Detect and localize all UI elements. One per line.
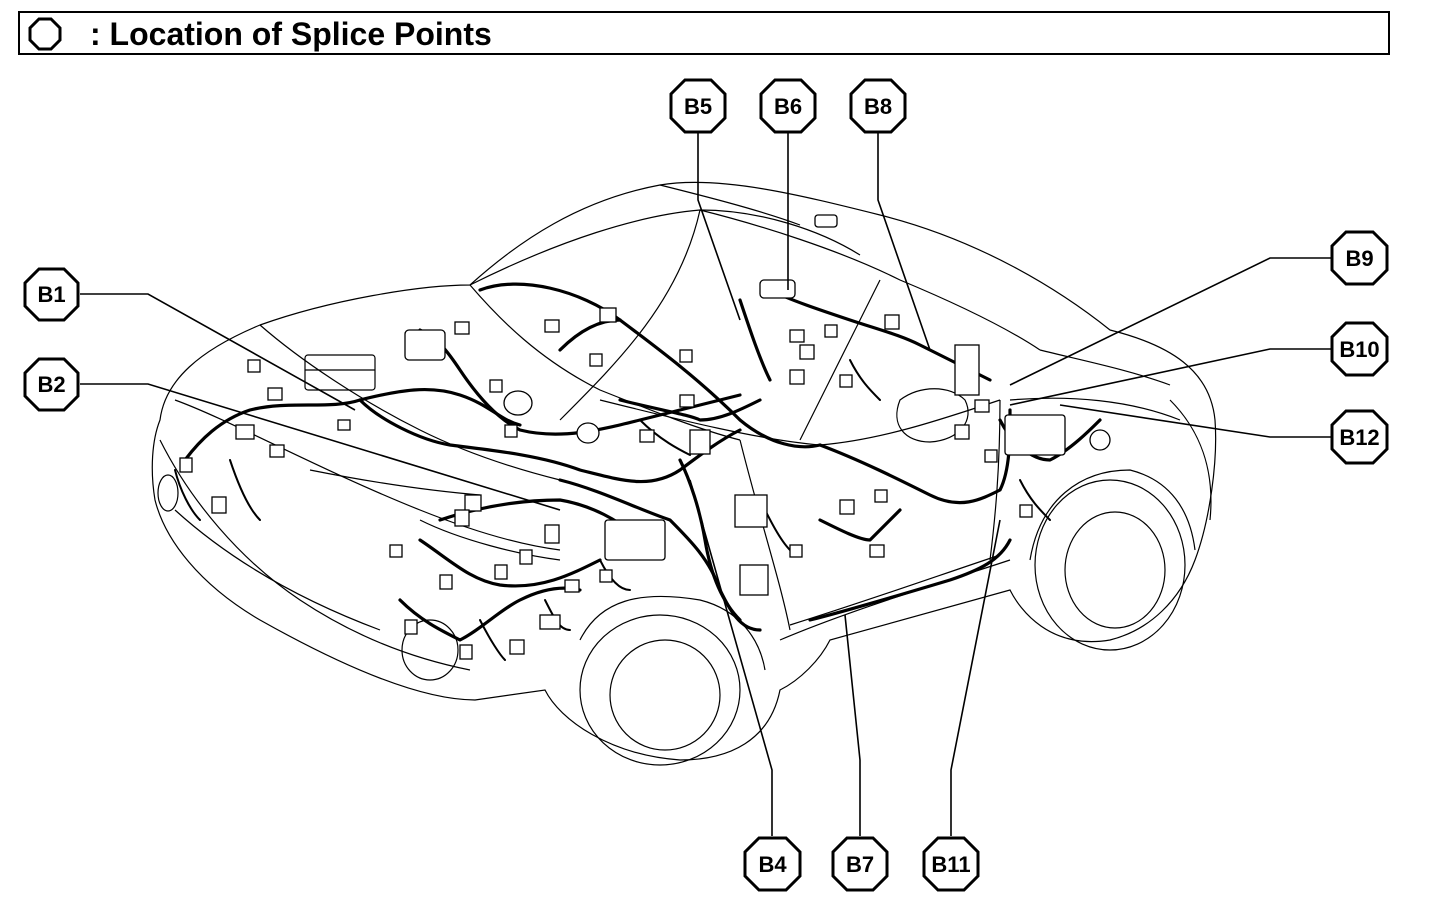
- splice-label-b12: B12: [1339, 425, 1379, 450]
- splice-callout-b2: B2: [23, 357, 80, 412]
- legend-header: : Location of Splice Points: [18, 11, 1390, 55]
- splice-callout-b1: B1: [23, 267, 80, 322]
- leader-b10: [1009, 348, 1333, 406]
- leader-lines: [80, 132, 1333, 836]
- splice-label-b4: B4: [758, 852, 787, 877]
- splice-label-b11: B11: [931, 852, 970, 877]
- splice-callout-b12: B12: [1330, 409, 1389, 465]
- leader-b11: [950, 519, 1001, 836]
- leader-b8: [877, 132, 931, 351]
- leader-b4: [689, 479, 773, 836]
- splice-label-b7: B7: [846, 852, 874, 877]
- leader-b5: [697, 132, 741, 321]
- splice-label-b2: B2: [37, 372, 65, 397]
- leader-b9: [1009, 257, 1333, 386]
- splice-callout-b4: B4: [743, 836, 802, 892]
- splice-label-b6: B6: [774, 94, 802, 119]
- splice-label-b1: B1: [37, 282, 65, 307]
- leader-b7: [844, 614, 861, 836]
- splice-label-b10: B10: [1339, 337, 1379, 362]
- splice-label-b8: B8: [864, 94, 892, 119]
- leader-b1: [80, 293, 356, 411]
- connectors: [179, 214, 1111, 660]
- legend-title: : Location of Splice Points: [90, 16, 492, 52]
- splice-callout-b6: B6: [759, 78, 817, 134]
- car-body: [151, 181, 1217, 766]
- octagon-icon: [28, 17, 62, 51]
- splice-callout-b7: B7: [831, 836, 889, 892]
- leader-b2: [80, 383, 561, 511]
- splice-callout-b10: B10: [1330, 321, 1389, 377]
- splice-label-b5: B5: [684, 94, 712, 119]
- splice-label-b9: B9: [1345, 246, 1373, 271]
- splice-callout-b8: B8: [849, 78, 907, 134]
- splice-callout-b11: B11: [922, 836, 980, 892]
- splice-callout-b9: B9: [1330, 230, 1389, 286]
- leader-b12: [1059, 404, 1333, 438]
- splice-callout-b5: B5: [669, 78, 727, 134]
